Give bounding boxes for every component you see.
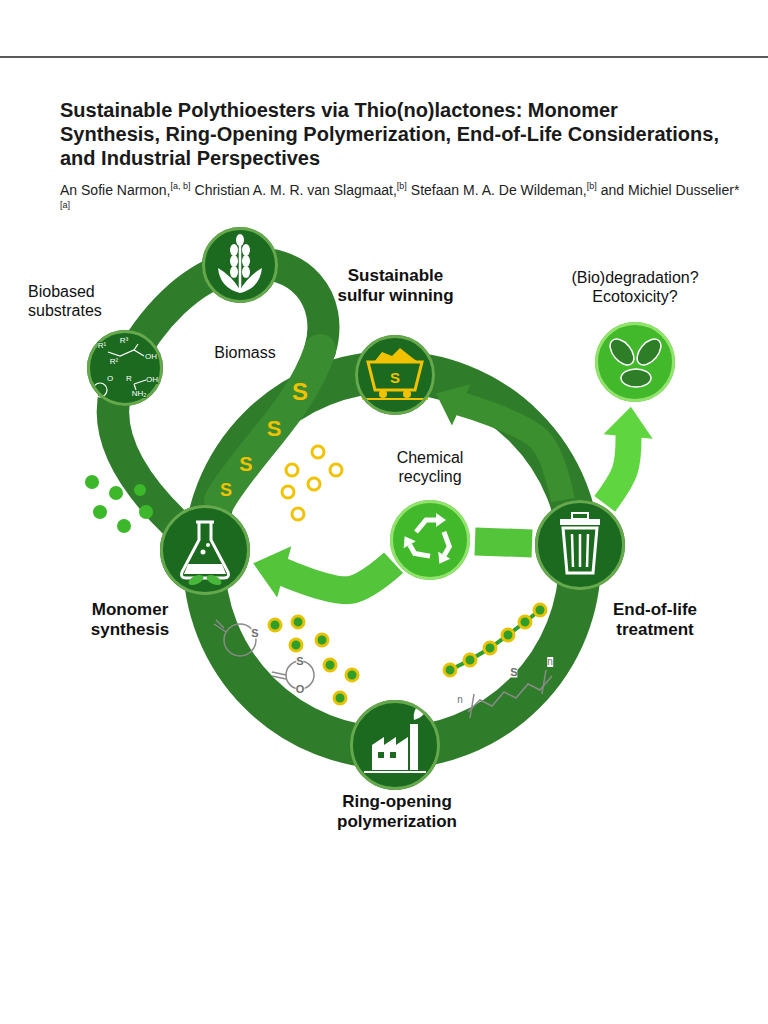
circle-outline (390, 500, 470, 580)
circle-outline (202, 227, 278, 303)
structure-label: OH (146, 376, 158, 384)
node-text: End-of-life treatment (590, 600, 720, 641)
flow-arrow (280, 563, 394, 590)
connector-group (604, 407, 653, 504)
affiliation-mark: [b] (587, 181, 597, 191)
circle-border (357, 337, 434, 414)
process-circle: Monomer synthesis (160, 505, 250, 595)
structure-label: NH₂ (132, 390, 147, 398)
node-label: Sustainable sulfur winning (328, 266, 463, 307)
structure-label: S (296, 656, 303, 667)
arrow-head (604, 407, 653, 439)
process-circle: Ring-opening polymerization (350, 700, 440, 790)
node-label: Biomass (205, 343, 285, 362)
circle-border (537, 502, 624, 589)
circle-outline (535, 500, 625, 590)
structure-label: R³ (120, 337, 128, 345)
author-line: An Sofie Narmon,[a, b] Christian A. M. R.… (60, 181, 740, 219)
circle-border (352, 702, 439, 789)
structure-label: n (457, 695, 463, 705)
flow-arrow (475, 541, 532, 543)
mine-cart-icon (362, 348, 428, 399)
author-name: Christian A. M. R. van Slagmaat, (195, 182, 397, 198)
flow-arrow (605, 432, 629, 504)
node-text: Chemical recycling (375, 448, 485, 486)
structure-label: R¹ (98, 342, 106, 350)
process-circle: Chemical recycling (390, 500, 470, 580)
node-text: (Bio)degradation? Ecotoxicity? (555, 268, 715, 306)
affiliation-mark: [a] (60, 200, 70, 210)
process-circle: End-of-life treatment (535, 500, 625, 590)
connector-group (253, 546, 393, 597)
monomer-dots (269, 616, 358, 704)
trash-can-icon (560, 513, 600, 573)
polymer-structure (444, 604, 552, 718)
circle-outline (350, 700, 440, 790)
node-fills (87, 227, 675, 790)
node-label: End-of-life treatment (590, 600, 720, 641)
node-text: Biomass (205, 343, 285, 362)
arrow-head (436, 384, 471, 426)
monomer-structures (214, 620, 314, 689)
arrow-head (253, 546, 291, 597)
circle-outline (160, 505, 250, 595)
structure-label: S (390, 370, 400, 385)
structure-label: S (251, 628, 258, 639)
structure-label: S (239, 454, 252, 474)
structure-label: R² (110, 358, 118, 366)
sulfur-band (220, 350, 320, 500)
circle-border (204, 229, 277, 302)
structure-label: n (547, 657, 553, 667)
process-circle: Biomass (202, 227, 278, 303)
structure-label: O (107, 375, 113, 383)
node-label: Chemical recycling (375, 448, 485, 486)
affiliation-mark: [a, b] (171, 181, 191, 191)
structure-label: OH (145, 353, 157, 361)
flow-arrow (457, 403, 562, 500)
node-label: Ring-opening polymerization (317, 792, 477, 833)
chemical-structures-icon (93, 344, 146, 397)
factory-icon (364, 702, 426, 772)
structure-label: S (220, 481, 232, 499)
node-text: Biobased substrates (28, 282, 128, 320)
flask-icon (182, 522, 229, 587)
node-text: Monomer synthesis (75, 600, 185, 641)
node-label: Monomer synthesis (75, 600, 185, 641)
structure-label: S (267, 418, 282, 440)
sulfur-dots (282, 446, 342, 520)
circle-border (597, 324, 674, 401)
author-name: An Sofie Narmon, (60, 182, 171, 198)
circle-border (392, 502, 469, 579)
author-name: Stefaan M. A. De Wildeman, (411, 182, 587, 198)
leaves-icon (605, 335, 665, 387)
author-name: and (601, 182, 624, 198)
circle-border (89, 332, 162, 405)
node-label: Biobased substrates (28, 282, 128, 320)
author-name: Michiel Dusselier* (628, 182, 739, 198)
connector-group (475, 541, 532, 543)
structure-label: S (292, 380, 308, 404)
recycle-icon (399, 513, 461, 567)
affiliation-mark: [b] (397, 181, 407, 191)
circle-border (162, 507, 249, 594)
node-text: Sustainable sulfur winning (328, 266, 463, 307)
process-circle: (Bio)degradation? Ecotoxicity? (595, 322, 675, 402)
structure-label: S (510, 667, 517, 678)
structure-label: R (126, 375, 132, 383)
node-text: Ring-opening polymerization (317, 792, 477, 833)
structure-label: O (296, 684, 305, 695)
circle-outline (595, 322, 675, 402)
wheat-icon (218, 234, 262, 293)
green-dots (85, 475, 153, 533)
paper-title: Sustainable Polythioesters via Thio(no)l… (60, 98, 720, 170)
node-label: (Bio)degradation? Ecotoxicity? (555, 268, 715, 306)
header-rule (0, 56, 768, 58)
